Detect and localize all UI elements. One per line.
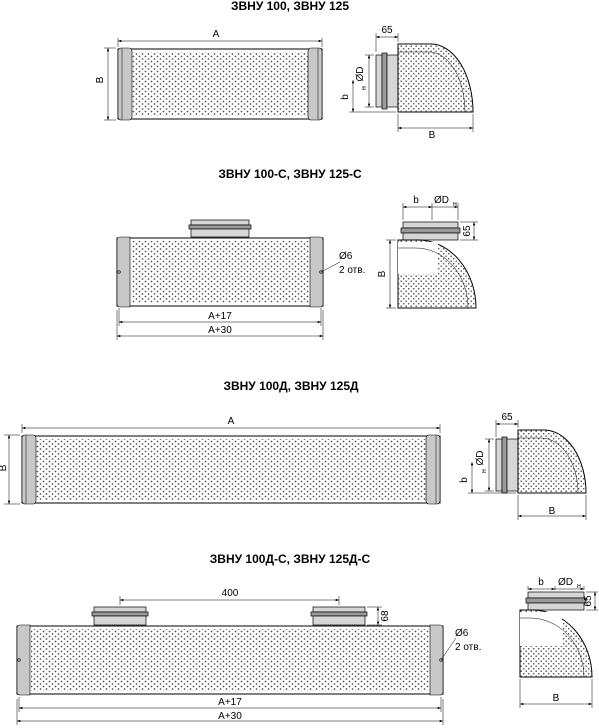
dim-bb-2: B [377, 270, 388, 277]
dim-a30-2: A+30 [208, 325, 232, 336]
dim-b-small-4: b [538, 577, 544, 588]
dim-dn-sub-1: н [361, 86, 368, 90]
dim-bb-3: B [549, 506, 556, 517]
dim-65-2: 65 [462, 225, 473, 237]
dim-a30-4: A+30 [218, 711, 242, 722]
front-view-4 [16, 596, 457, 725]
dim-a-1: A [213, 29, 220, 40]
dim-bb-4: B [553, 693, 560, 704]
dim-a17-2: A+17 [208, 311, 232, 322]
title-3: ЗВНУ 100Д, ЗВНУ 125Д [223, 379, 359, 393]
dim-b-3: B [0, 464, 9, 471]
hole-diam-2: Ø6 [339, 251, 353, 262]
dim-dn-1: ØD [355, 67, 366, 82]
dim-65-1: 65 [381, 25, 393, 36]
title-2: ЗВНУ 100-С, ЗВНУ 125-С [218, 167, 362, 181]
dim-b-small-3: b [459, 477, 470, 483]
dim-dn-4: ØD [558, 577, 573, 588]
dim-65-3: 65 [501, 412, 513, 423]
dim-dn-sub-2: н [453, 201, 457, 208]
front-view-1 [104, 38, 323, 121]
dim-b-small-1: b [340, 94, 351, 100]
dim-b-small-2: b [413, 195, 419, 206]
dim-a-3: A [228, 416, 235, 427]
dim-65-4: 65 [583, 595, 594, 607]
hole-count-2: 2 отв. [339, 265, 365, 276]
title-1: ЗВНУ 100, ЗВНУ 125 [231, 0, 349, 13]
side-view-4 [519, 586, 598, 708]
front-view-2 [116, 219, 341, 340]
dim-a17-4: A+17 [218, 697, 242, 708]
front-view-3 [4, 424, 441, 505]
dim-bb-1: B [429, 130, 436, 141]
dim-dn-sub-4: н [577, 583, 581, 590]
title-4: ЗВНУ 100Д-С, ЗВНУ 125Д-С [210, 552, 371, 566]
dim-dn-sub-3: н [481, 469, 488, 473]
side-view-1 [349, 33, 474, 132]
dim-dn-2: ØD [434, 195, 449, 206]
side-view-3 [468, 420, 587, 520]
side-view-2 [386, 203, 478, 309]
dim-400-4: 400 [222, 588, 239, 599]
hole-count-4: 2 отв. [455, 642, 481, 653]
hole-diam-4: Ø6 [455, 628, 469, 639]
dim-68-4: 68 [380, 610, 391, 622]
dim-b-1: B [95, 76, 106, 83]
dim-dn-3: ØD [475, 451, 486, 466]
